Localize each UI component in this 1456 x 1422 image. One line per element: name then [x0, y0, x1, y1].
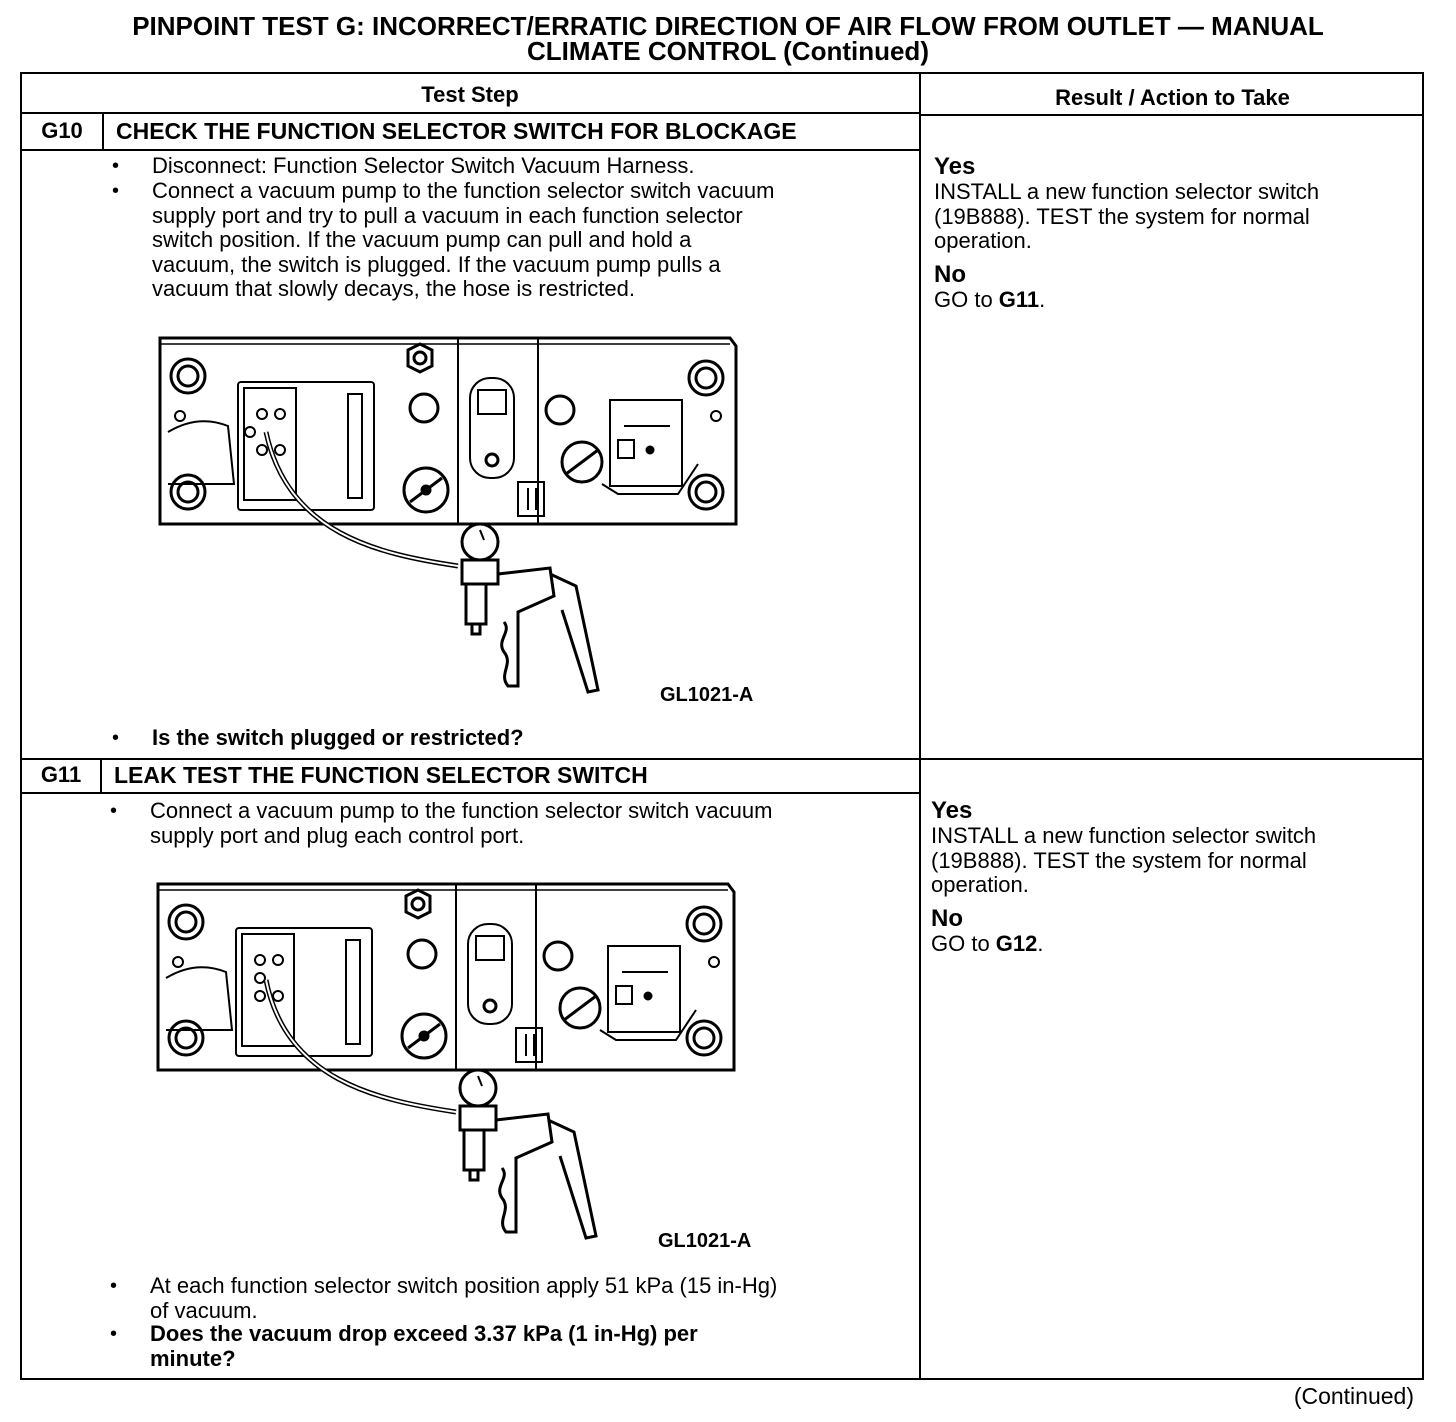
header-rule-left [20, 112, 920, 114]
step-id-g11: G11 [40, 762, 82, 787]
page-title-line-1: PINPOINT TEST G: INCORRECT/ERRATIC DIREC… [132, 11, 1324, 41]
g10-bullet-2: • Connect a vacuum pump to the function … [112, 178, 775, 301]
g11-goto-link[interactable]: G12 [995, 930, 1038, 956]
g10-question: • Is the switch plugged or restricted? [112, 725, 524, 750]
bullet-dot: • [112, 180, 120, 202]
g11-question: • Does the vacuum drop exceed 3.37 kPa (… [110, 1321, 698, 1371]
page-title-line-2: CLIMATE CONTROL (Continued) [527, 36, 929, 66]
g11-yes-label: Yes [931, 797, 973, 824]
g11-bullet-1: • Connect a vacuum pump to the function … [110, 798, 773, 848]
g10-vacuum-pump-figure [158, 336, 738, 694]
bullet-dot: • [110, 1275, 118, 1297]
bullet-dot: • [112, 155, 120, 177]
step-id-g10: G10 [41, 118, 83, 143]
g10-yes-label: Yes [934, 153, 976, 180]
step-id-divider-g11 [100, 758, 102, 794]
header-result: Result / Action to Take [1055, 85, 1290, 110]
g10-no-label: No [934, 260, 966, 288]
g11-no-label: No [931, 904, 963, 932]
page-title: PINPOINT TEST G: INCORRECT/ERRATIC DIREC… [0, 11, 1456, 66]
g11-separator [20, 758, 1424, 760]
g10-yes-text: INSTALL a new function selector switch (… [934, 179, 1320, 253]
bullet-dot: • [110, 800, 118, 822]
step-title-g10: CHECK THE FUNCTION SELECTOR SWITCH FOR B… [116, 118, 797, 144]
step-title-g11: LEAK TEST THE FUNCTION SELECTOR SWITCH [114, 762, 648, 788]
g10-goto-link[interactable]: G11 [998, 286, 1040, 312]
g11-title-rule [20, 792, 920, 794]
header-rule-right [919, 114, 1424, 116]
g11-no-text: GO to G12. [931, 930, 1044, 956]
g10-title-rule [20, 149, 920, 151]
g10-result: Yes INSTALL a new function selector swit… [934, 154, 1414, 320]
header-test-step: Test Step [421, 82, 519, 107]
column-divider [919, 72, 921, 1380]
g11-figure-label: GL1021-A [658, 1230, 752, 1252]
g10-no-text: GO to G11. [934, 286, 1046, 312]
g11-result: Yes INSTALL a new function selector swit… [931, 798, 1411, 964]
g11-vacuum-pump-figure [156, 882, 736, 1240]
step-id-divider-g10 [102, 114, 104, 151]
continued-footer: (Continued) [1293, 1383, 1414, 1409]
g10-figure-label: GL1021-A [660, 684, 754, 706]
bullet-dot: • [110, 1323, 118, 1345]
g11-bullet-2: • At each function selector switch posit… [110, 1273, 778, 1323]
bullet-dot: • [112, 727, 120, 749]
test-table [20, 72, 1424, 1380]
g10-bullet-1: • Disconnect: Function Selector Switch V… [112, 153, 695, 178]
g11-yes-text: INSTALL a new function selector switch (… [931, 823, 1317, 897]
